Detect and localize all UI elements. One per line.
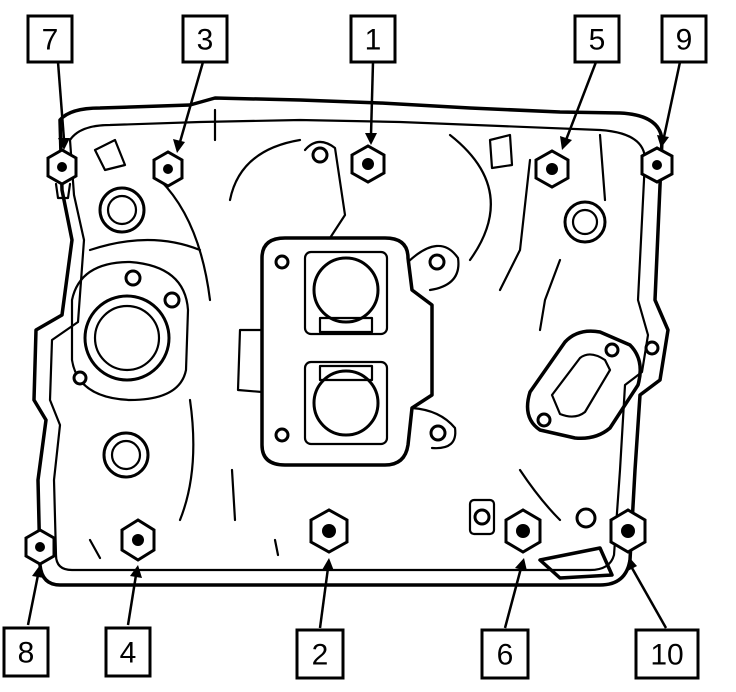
bolt-5 (534, 149, 570, 189)
upper-bore (312, 256, 380, 324)
ear-lower-right (410, 406, 457, 450)
callout-7-label: 7 (42, 24, 59, 57)
bolt-4 (120, 518, 156, 562)
ear-right-hole (428, 253, 446, 271)
ear-top-hole (311, 146, 329, 164)
upper-bore-tab (318, 316, 374, 334)
ear-lower-right-hole (429, 424, 447, 442)
ear-top (303, 140, 347, 240)
callout-3: 3 (181, 14, 229, 64)
manifold-drawing (32, 96, 670, 587)
leader-4 (126, 574, 138, 626)
center-throttle-pad (260, 236, 434, 467)
bolt-9 (640, 146, 674, 184)
leader-10 (630, 567, 668, 629)
callout-10-label: 10 (650, 639, 683, 672)
right-runner (563, 200, 607, 244)
callout-1-label: 1 (365, 24, 382, 57)
lower-bore-tab (318, 364, 374, 382)
callout-9: 9 (660, 14, 708, 64)
pad-hole-bottom-left (274, 427, 290, 443)
right-plate-hole-bottom (536, 412, 552, 428)
left-flange-hole-right (163, 291, 181, 309)
leader-9 (662, 61, 682, 138)
bolt-6 (504, 508, 542, 554)
leader-8 (26, 574, 40, 626)
callout-4: 4 (104, 626, 152, 678)
right-runner-inner (571, 208, 599, 236)
leader-3 (178, 61, 205, 143)
leader-1 (369, 61, 375, 136)
right-edge-hole (644, 340, 660, 356)
callout-5: 5 (573, 14, 621, 64)
right-port-slot (550, 353, 612, 418)
leader-2 (318, 567, 330, 629)
casting-contour-left (88, 108, 302, 522)
leader-7 (56, 61, 66, 141)
bolt-8 (24, 528, 56, 566)
callout-8: 8 (2, 626, 50, 678)
callout-4-label: 4 (120, 637, 137, 670)
lower-left-runner (102, 431, 150, 479)
bolt-2 (309, 508, 349, 554)
callout-2: 2 (295, 628, 345, 680)
callout-8-label: 8 (18, 637, 35, 670)
leader-5 (564, 61, 598, 141)
lower-right-boss (468, 498, 496, 536)
upper-left-runner-inner (106, 194, 138, 226)
pad-hole-top-left (274, 254, 290, 270)
callout-2-label: 2 (312, 639, 329, 672)
callout-6: 6 (480, 628, 530, 680)
callout-1: 1 (349, 14, 397, 64)
right-plate-hole-top (604, 342, 620, 358)
lower-right-boss-hole (473, 508, 491, 526)
lower-bore-frame (303, 360, 389, 446)
bolt-7 (46, 148, 78, 200)
left-flange-hole-bottom (72, 370, 88, 386)
callout-3-label: 3 (197, 24, 214, 57)
lower-bore (312, 369, 380, 437)
leader-arrows (26, 61, 682, 629)
lower-left-rib (88, 468, 280, 560)
bolt-10 (609, 508, 647, 554)
left-port-outer (83, 294, 171, 382)
callout-labels: 7 3 1 5 9 8 4 2 (2, 14, 708, 680)
leader-6 (503, 567, 523, 629)
callout-6-label: 6 (497, 639, 514, 672)
lower-left-runner-inner (110, 439, 142, 471)
manifold-inner-outline (48, 118, 650, 572)
callout-5-label: 5 (589, 24, 606, 57)
upper-left-runner (98, 186, 146, 234)
callout-7: 7 (26, 14, 74, 64)
left-flange-hole-top (124, 269, 142, 287)
center-pad-left-lug (236, 328, 264, 394)
bolts (24, 144, 674, 566)
right-port-plate (525, 329, 642, 441)
upper-bore-frame (303, 250, 389, 336)
lower-right-corner-shape (538, 546, 614, 580)
bolt-3 (152, 150, 184, 188)
lower-right-small-hole (575, 507, 597, 529)
ear-right (406, 244, 460, 292)
callout-9-label: 9 (676, 24, 693, 57)
callout-10: 10 (634, 628, 700, 680)
casting-contour-right (448, 133, 607, 522)
left-port-inner (93, 304, 161, 372)
left-port-flange (70, 260, 190, 402)
bolt-1 (350, 144, 386, 184)
